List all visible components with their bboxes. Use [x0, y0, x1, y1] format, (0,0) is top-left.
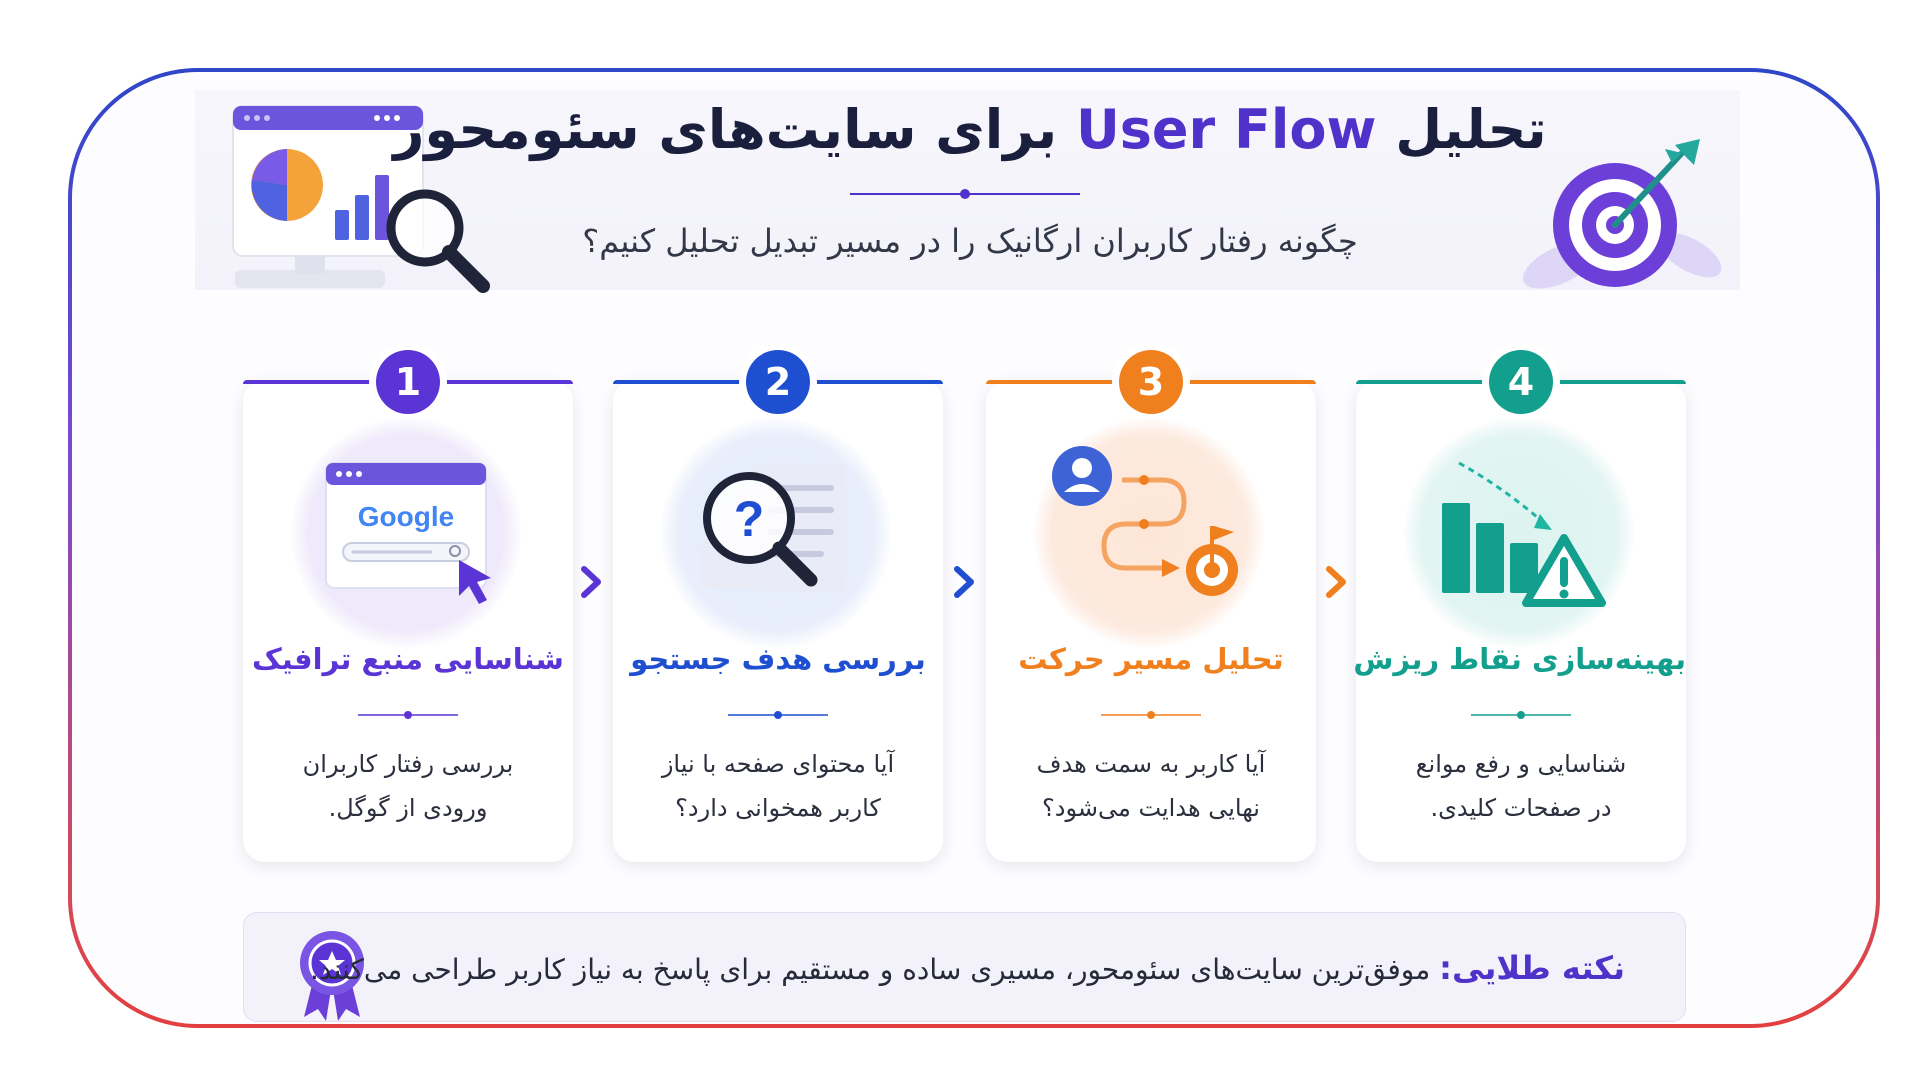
- title-prefix: تحلیل: [1395, 98, 1547, 161]
- page-subtitle: چگونه رفتار کاربران ارگانیک را در مسیر ت…: [582, 222, 1358, 260]
- step-card-2: 2 ? بررسی هدف جستجو آیا محتوای صفحه با ن…: [613, 350, 943, 862]
- target-arrow-icon: [1522, 139, 1722, 289]
- step-description-line: کاربر همخوانی دارد؟: [675, 794, 881, 822]
- google-search-window-icon: Google: [325, 462, 491, 604]
- card-divider: [1471, 711, 1571, 719]
- step-card-4: 4 بهینه‌سازی نقاط ریزش شناسایی و رفع موا…: [1353, 350, 1686, 862]
- golden-tip-text: نکته طلایی: موفق‌ترین سایت‌های سئومحور، …: [310, 913, 1625, 1023]
- step-number-badge: 1: [376, 350, 440, 414]
- step-title: شناسایی منبع ترافیک: [252, 642, 564, 676]
- step-description-line: آیا محتوای صفحه با نیاز: [661, 750, 895, 778]
- step-description-line: نهایی هدایت می‌شود؟: [1042, 794, 1260, 822]
- step-description: آیا کاربر به سمت هدف نهایی هدایت می‌شود؟: [1006, 742, 1296, 830]
- step-description-line: آیا کاربر به سمت هدف: [1036, 750, 1266, 778]
- step-title: بررسی هدف جستجو: [630, 642, 926, 676]
- step-number-badge: 3: [1119, 350, 1183, 414]
- user-path-target-icon: [1052, 446, 1238, 596]
- step-title: بهینه‌سازی نقاط ریزش: [1353, 642, 1686, 676]
- step-description: شناسایی و رفع موانع در صفحات کلیدی.: [1376, 742, 1666, 830]
- golden-tip-box: نکته طلایی: موفق‌ترین سایت‌های سئومحور، …: [243, 912, 1686, 1022]
- card-divider: [1101, 711, 1201, 719]
- step-card-1: 1 Google شناسایی منبع ترافیک بررسی رفتار…: [243, 350, 573, 862]
- chevron-right-icon: [581, 566, 601, 598]
- google-logo-text: Google: [358, 501, 454, 532]
- chevron-right-icon: [954, 566, 974, 598]
- card-divider: [728, 711, 828, 719]
- analytics-monitor-icon: [232, 105, 490, 293]
- magnifier-question-icon: ?: [701, 463, 846, 593]
- chevron-right-icon: [1326, 566, 1346, 598]
- golden-tip-label: نکته طلایی:: [1439, 949, 1625, 987]
- title-suffix: برای سایت‌های سئومحور: [393, 98, 1058, 161]
- golden-tip-body: موفق‌ترین سایت‌های سئومحور، مسیری ساده و…: [310, 953, 1431, 986]
- step-description-line: در صفحات کلیدی.: [1430, 794, 1612, 822]
- step-description-line: ورودی از گوگل.: [328, 794, 488, 822]
- step-description-line: شناسایی و رفع موانع: [1415, 750, 1627, 778]
- step-description: بررسی رفتار کاربران ورودی از گوگل.: [263, 742, 553, 830]
- step-description-line: بررسی رفتار کاربران: [302, 750, 514, 778]
- step-description: آیا محتوای صفحه با نیاز کاربر همخوانی دا…: [633, 742, 923, 830]
- title-divider: [850, 189, 1080, 199]
- step-card-3: 3 تحلیل مسیر حرکت آیا کاربر به سمت هدف ن…: [986, 350, 1316, 862]
- dropoff-chart-warning-icon: [1442, 461, 1606, 607]
- step-title: تحلیل مسیر حرکت: [1018, 642, 1284, 676]
- step-number-badge: 2: [746, 350, 810, 414]
- page-title: تحلیل User Flow برای سایت‌های سئومحور: [380, 90, 1560, 170]
- award-ribbon-icon: [300, 931, 364, 1021]
- card-divider: [358, 711, 458, 719]
- svg-text:?: ?: [734, 491, 765, 547]
- title-accent: User Flow: [1075, 98, 1377, 161]
- step-number-badge: 4: [1489, 350, 1553, 414]
